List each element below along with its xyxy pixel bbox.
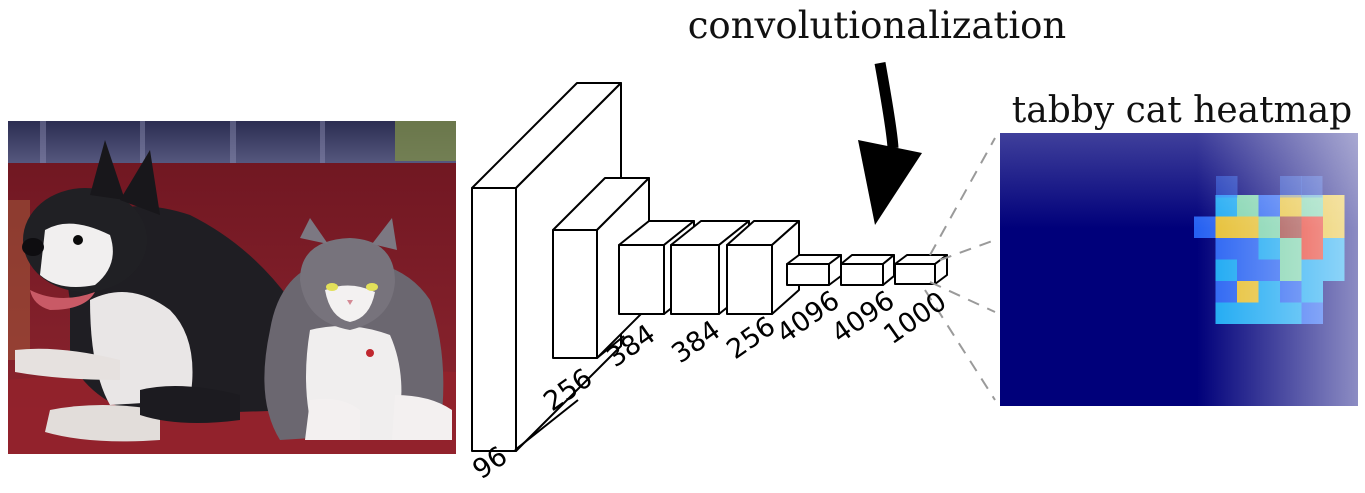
connector-256-384 bbox=[596, 335, 625, 359]
layer-block-6 bbox=[786, 254, 842, 286]
input-photo bbox=[8, 121, 456, 454]
layer-label-4: 384 bbox=[666, 315, 726, 370]
layer-connectors bbox=[514, 335, 625, 451]
cat bbox=[264, 218, 452, 440]
dog bbox=[15, 140, 308, 442]
convolutionalization-arrow bbox=[858, 62, 922, 225]
heatmap bbox=[1000, 133, 1358, 406]
network-layers bbox=[471, 82, 948, 452]
photo-plant bbox=[395, 121, 456, 161]
photo-wall bbox=[8, 121, 456, 163]
layer-block-5 bbox=[726, 220, 800, 315]
layer-label-5: 256 bbox=[721, 311, 781, 366]
layer-block-7 bbox=[840, 254, 895, 286]
heatmap-title: tabby cat heatmap bbox=[1012, 90, 1352, 131]
photo-blinds bbox=[40, 121, 325, 163]
projection-dashes bbox=[924, 137, 996, 401]
layer-block-8 bbox=[894, 254, 948, 285]
heatmap-fade-top bbox=[1000, 133, 1358, 406]
connector-96-256 bbox=[514, 399, 579, 451]
convolutionalization-label: convolutionalization bbox=[688, 4, 1067, 47]
